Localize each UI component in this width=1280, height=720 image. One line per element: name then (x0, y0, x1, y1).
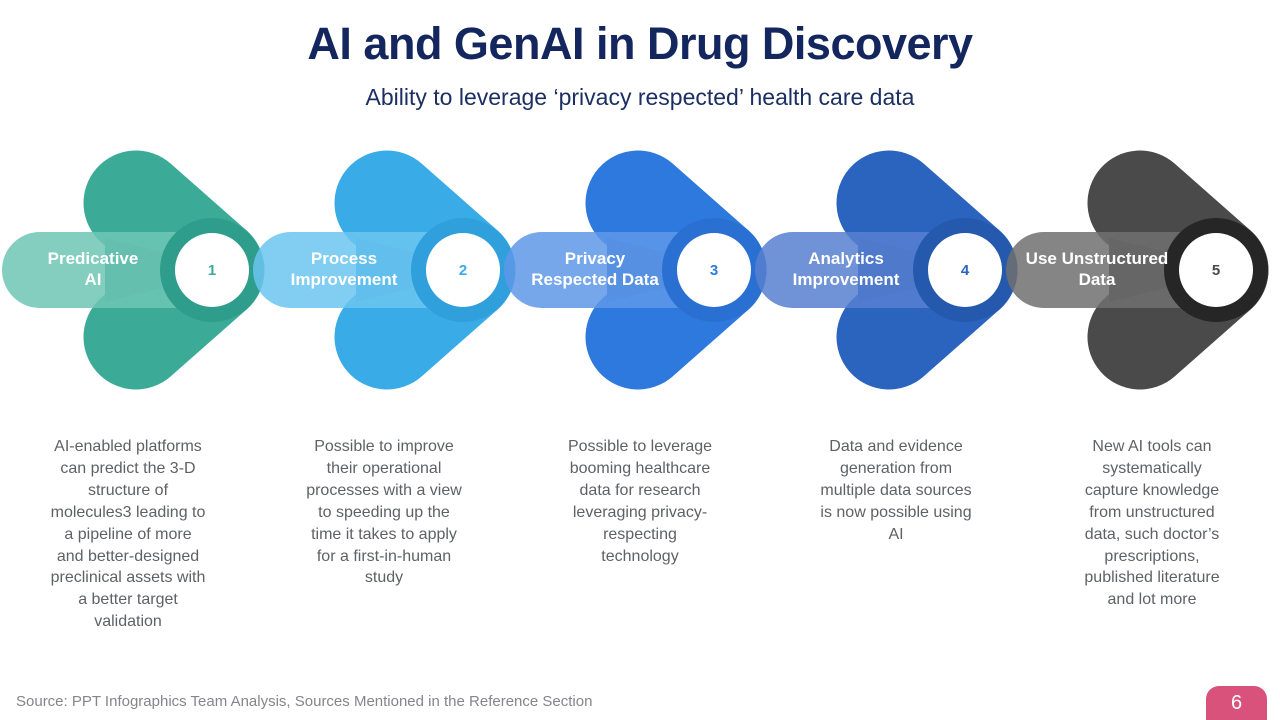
step-number-badge: 3 (677, 233, 751, 307)
source-note: Source: PPT Infographics Team Analysis, … (16, 693, 593, 710)
step-label: Predicative AI (47, 249, 139, 289)
slide-subtitle: Ability to leverage ‘privacy respected’ … (365, 84, 915, 110)
slide-title: AI and GenAI in Drug Discovery (307, 18, 973, 69)
chevron-steps-row: Predicative AI 1 Process Improvement 2 (0, 145, 1280, 405)
step-5-description: New AI tools can systematically capture … (1084, 438, 1220, 609)
step-number: 1 (207, 261, 217, 279)
step-number: 3 (709, 261, 719, 279)
step-label: Process Improvement (290, 249, 398, 289)
step-1-description: AI-enabled platforms can predict the 3-D… (50, 438, 206, 631)
step-label: Use Unstructured Data (1025, 249, 1169, 289)
step-number-badge: 4 (928, 233, 1002, 307)
step-label: Privacy Respected Data (531, 249, 659, 289)
step-4-description: Data and evidence generation from multip… (820, 438, 972, 543)
page-number-badge: 6 (1206, 686, 1267, 720)
step-descriptions-row: AI-enabled platforms can predict the 3-D… (0, 436, 1280, 633)
step-3-description: Possible to leverage booming healthcare … (567, 438, 713, 565)
step-number-badge: 5 (1179, 233, 1253, 307)
step-number: 5 (1211, 261, 1221, 279)
step-number: 4 (960, 261, 970, 279)
step-number: 2 (458, 261, 468, 279)
step-number-badge: 2 (426, 233, 500, 307)
page-number: 6 (1230, 691, 1243, 714)
step-4-analytics-improvement: Analytics Improvement 4 (753, 145, 1029, 405)
step-number-badge: 1 (175, 233, 249, 307)
step-1-predicative-ai: Predicative AI 1 (0, 145, 276, 405)
step-2-description: Possible to improve their operational pr… (306, 438, 462, 587)
step-3-privacy-respected-data: Privacy Respected Data 3 (502, 145, 778, 405)
step-label: Analytics Improvement (792, 249, 900, 289)
step-5-use-unstructured-data: Use Unstructured Data 5 (1004, 145, 1280, 405)
step-2-process-improvement: Process Improvement 2 (251, 145, 527, 405)
